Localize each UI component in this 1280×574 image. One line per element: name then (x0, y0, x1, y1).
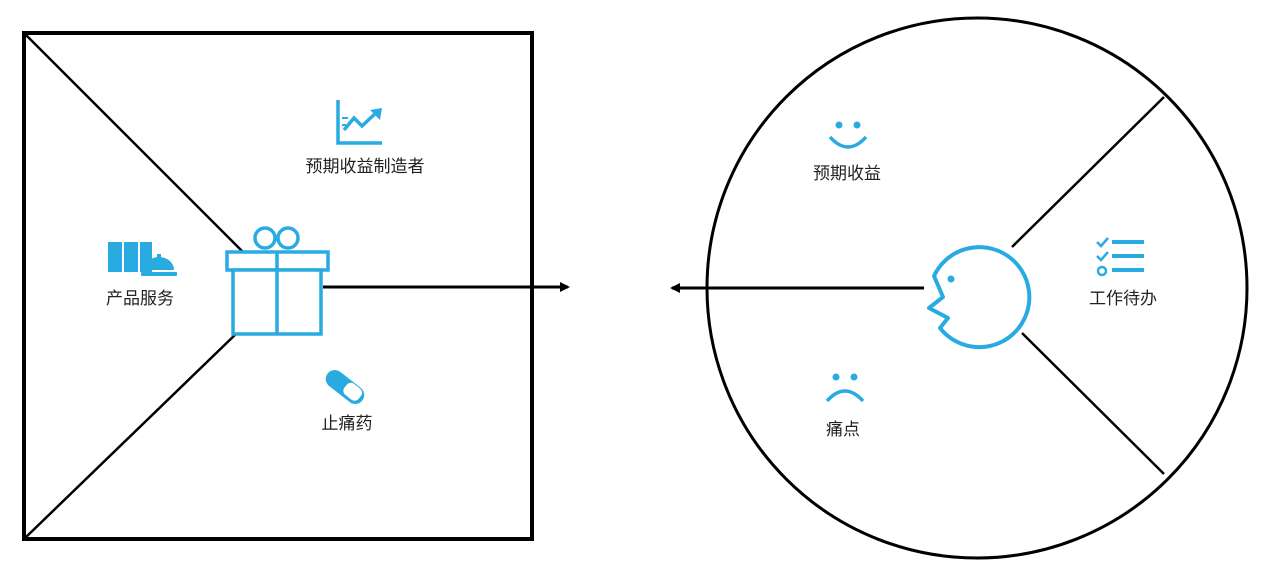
customer-profile-divider-bottom (1021, 332, 1165, 475)
products-services-label: 产品服务 (106, 289, 174, 309)
face-profile-icon (927, 245, 1032, 350)
pill-icon (325, 369, 365, 405)
gift-icon (225, 226, 330, 336)
customer-profile: 预期收益 工作待办 痛点 (670, 16, 1249, 560)
gain-creators-label: 预期收益制造者 (306, 157, 425, 177)
customer-profile-divider-top (1011, 96, 1165, 248)
frown-icon (825, 373, 865, 403)
gains-label: 预期收益 (813, 164, 881, 184)
value-map: 预期收益制造者 产品服务 止痛药 (22, 31, 570, 541)
checklist-icon (1096, 237, 1144, 277)
pain-relievers-label: 止痛药 (322, 414, 373, 434)
value-map-divider-bottom (23, 331, 239, 540)
pains-label: 痛点 (826, 420, 860, 440)
jobs-label: 工作待办 (1089, 289, 1157, 309)
chart-up-icon (336, 100, 382, 145)
products-services-icon (108, 242, 177, 276)
value-map-divider-top (23, 32, 244, 253)
smile-icon (828, 121, 868, 149)
